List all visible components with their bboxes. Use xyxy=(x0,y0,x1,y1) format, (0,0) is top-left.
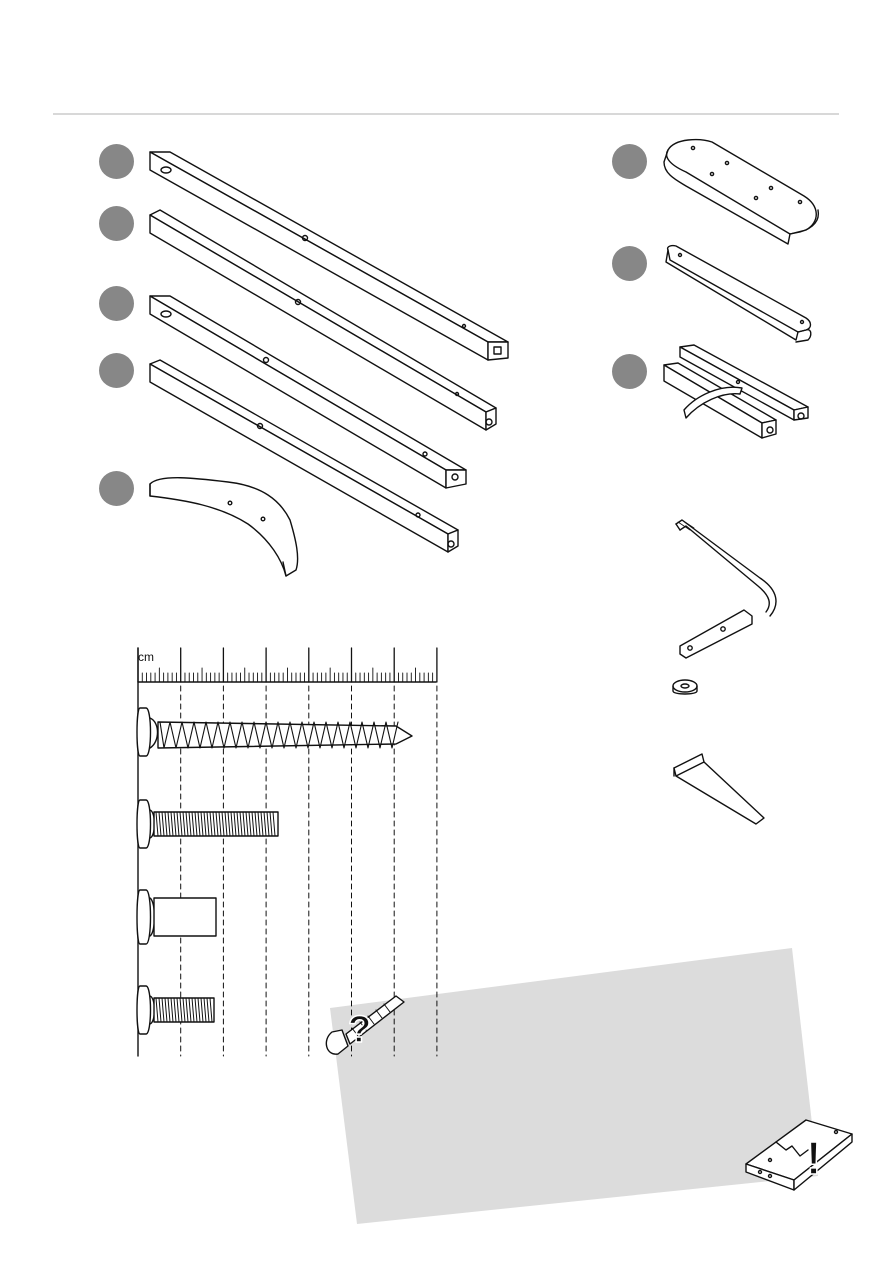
allen-key xyxy=(674,754,764,824)
ruler-ticks xyxy=(138,648,437,682)
frame-with-strap xyxy=(664,345,808,438)
short-bolt xyxy=(137,986,214,1034)
ruler-unit-label: cm xyxy=(138,650,154,664)
question-screw-icon: ? xyxy=(326,996,404,1054)
svg-text:!: ! xyxy=(806,1132,821,1184)
curved-leg xyxy=(150,478,298,576)
washer xyxy=(673,680,697,694)
damaged-board-warning-icon: ! xyxy=(746,1120,852,1190)
hook-bolt xyxy=(676,520,776,658)
barrel-nut xyxy=(137,890,216,944)
ruler xyxy=(138,648,436,1056)
oval-board xyxy=(664,140,818,244)
long-bolt xyxy=(137,800,278,848)
short-slat xyxy=(666,246,811,342)
wood-screw xyxy=(137,708,412,756)
svg-text:?: ? xyxy=(348,1009,371,1051)
